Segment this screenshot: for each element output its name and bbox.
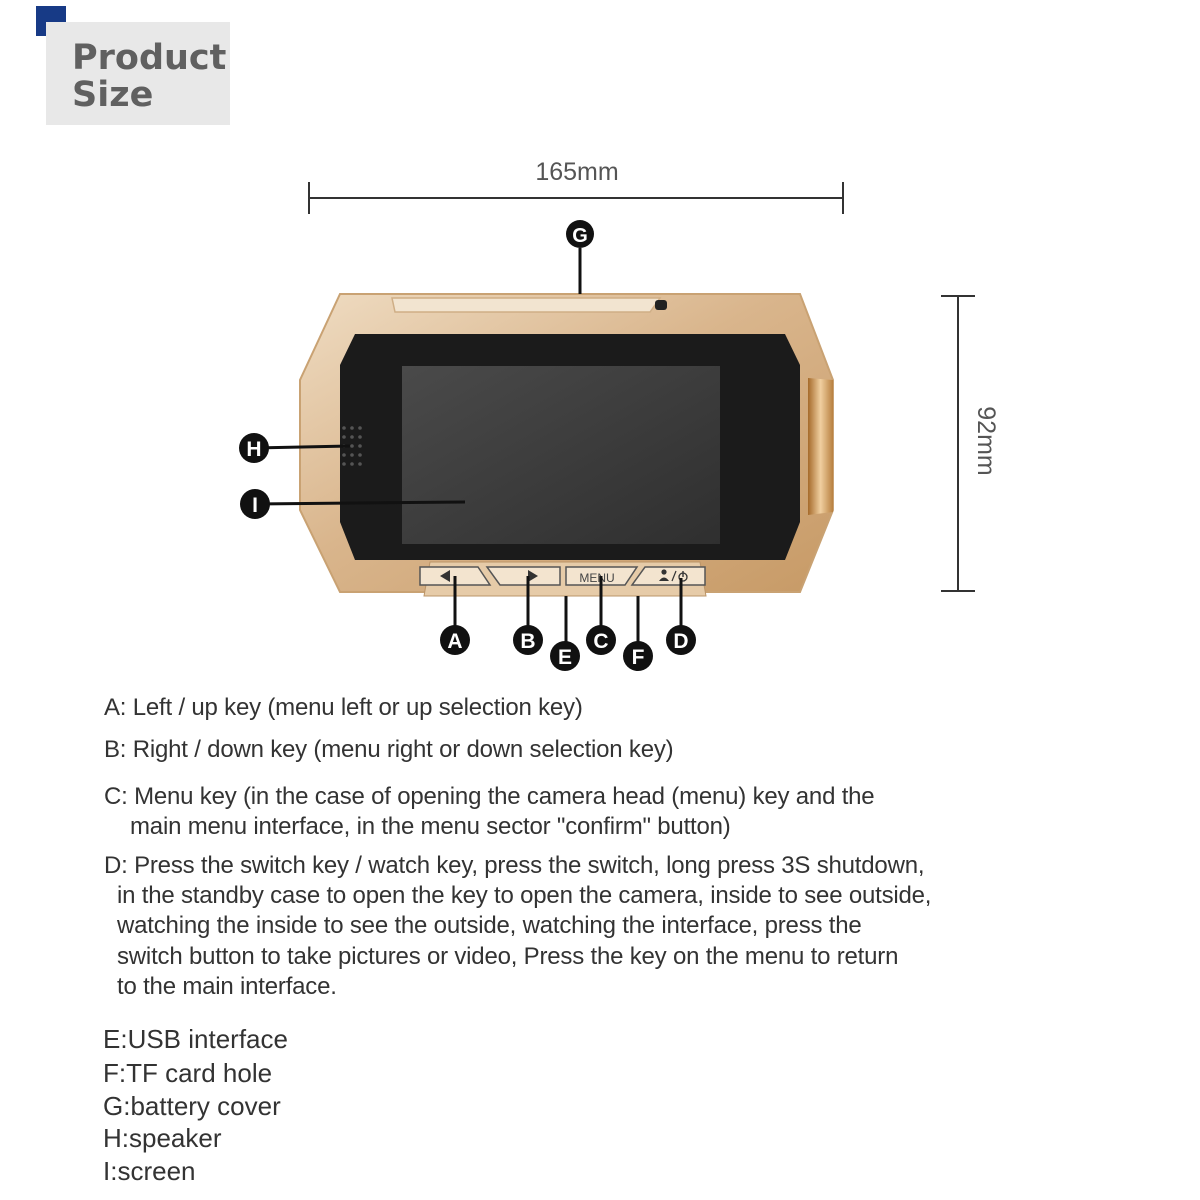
screen (402, 366, 720, 544)
callout-b: B (513, 625, 543, 655)
svg-text:B: B (520, 630, 535, 653)
person-power-icon (659, 569, 688, 582)
callout-e: E (550, 641, 580, 671)
desc-c-line-1: C: Menu key (in the case of opening the … (104, 783, 875, 810)
desc-f: F:TF card hole (103, 1058, 273, 1088)
callout-f: F (623, 641, 653, 671)
desc-d-line-4: switch button to take pictures or video,… (117, 943, 899, 970)
svg-text:G: G (572, 225, 588, 247)
desc-h: H:speaker (103, 1123, 222, 1153)
leader-lines (253, 248, 683, 645)
svg-text:F: F (632, 646, 645, 669)
callout-c: C (586, 625, 616, 655)
menu-key-label: MENU (579, 571, 614, 585)
door-viewer-device: MENU (299, 293, 834, 597)
product-diagram: 165mm 92mm (239, 158, 1000, 671)
right-arrow-icon (528, 570, 538, 582)
callout-g: G (566, 220, 594, 248)
svg-text:A: A (447, 630, 462, 653)
device-right-edge (808, 378, 833, 515)
desc-c-line-2: main menu interface, in the menu sector … (130, 813, 731, 840)
battery-cover (391, 297, 662, 313)
svg-text:C: C (593, 630, 608, 653)
width-label: 165mm (535, 158, 618, 186)
svg-text:H: H (246, 438, 261, 461)
desc-g: G:battery cover (103, 1091, 281, 1121)
left-arrow-icon (440, 570, 450, 582)
desc-d-line-5: to the main interface. (117, 973, 337, 1000)
height-dimension: 92mm (941, 295, 1000, 592)
svg-text:I: I (252, 494, 258, 517)
callout-d: D (666, 625, 696, 655)
callout-a: A (440, 625, 470, 655)
desc-d-line-2: in the standby case to open the key to o… (117, 882, 932, 909)
key-power (630, 566, 706, 586)
desc-d-line-3: watching the inside to see the outside, … (117, 912, 862, 939)
width-dimension: 165mm (308, 158, 844, 214)
height-label: 92mm (972, 406, 1000, 475)
svg-text:D: D (673, 630, 688, 653)
title-box (46, 22, 230, 125)
page-title: Product Size (72, 38, 227, 115)
desc-b: B: Right / down key (menu right or down … (104, 736, 674, 763)
svg-text:E: E (558, 646, 572, 669)
desc-d-line-1: D: Press the switch key / watch key, pre… (104, 852, 925, 879)
desc-a: A: Left / up key (menu left or up select… (104, 694, 583, 721)
speaker-grille (342, 426, 362, 466)
callout-h: H (239, 433, 269, 463)
desc-i: I:screen (103, 1156, 196, 1186)
desc-e: E:USB interface (103, 1024, 288, 1054)
battery-cover-latch (655, 300, 667, 310)
callout-i: I (240, 489, 270, 519)
key-right (485, 566, 561, 586)
